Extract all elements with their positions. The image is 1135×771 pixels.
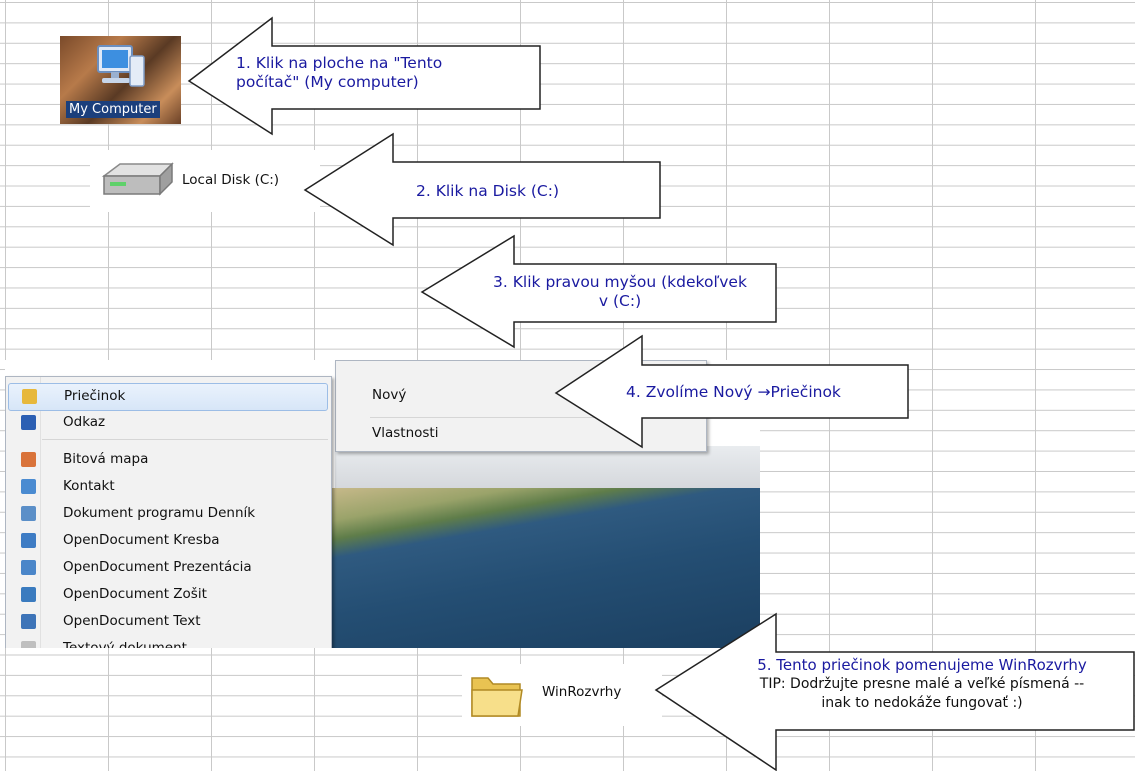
submenu-item-odg[interactable]: OpenDocument Kresba	[8, 528, 326, 554]
spreadsheet-icon	[21, 587, 36, 602]
submenu-item-shortcut[interactable]: Odkaz	[8, 410, 326, 436]
menu-separator	[42, 439, 328, 440]
my-computer-label: My Computer	[66, 101, 160, 118]
context-menu-screenshot: Nový Vlastnosti Priečinok Odkaz Bitová m…	[5, 360, 760, 648]
menu-gutter	[40, 377, 41, 648]
contact-icon	[21, 479, 36, 494]
callout-1-text: 1. Klik na ploche na "Tento počítač" (My…	[236, 54, 443, 91]
presentation-icon	[21, 560, 36, 575]
menu-separator	[370, 417, 700, 418]
hard-drive-icon	[101, 162, 174, 196]
txt-icon	[21, 641, 36, 648]
folder-label: WinRozvrhy	[542, 684, 622, 700]
callout-arrow-3	[420, 234, 777, 349]
local-disk-item[interactable]: Local Disk (C:)	[90, 150, 320, 212]
computer-monitor-icon	[97, 45, 145, 87]
text-document-icon	[21, 614, 36, 629]
callout-arrow-1	[187, 16, 541, 136]
callout-3-text: 3. Klik pravou myšou (kdekoľvek v (C:)	[493, 273, 747, 310]
callout-5-text: 5. Tento priečinok pomenujeme WinRozvrhy…	[757, 656, 1087, 711]
submenu-item-journal[interactable]: Dokument programu Denník	[8, 501, 326, 527]
local-disk-label: Local Disk (C:)	[182, 172, 280, 188]
drawing-icon	[21, 533, 36, 548]
callout-2-text: 2. Klik na Disk (C:)	[416, 182, 560, 200]
callout-arrow-4	[554, 334, 909, 449]
submenu-item-txt[interactable]: Textový dokument	[8, 636, 326, 648]
submenu-item-folder[interactable]: Priečinok	[8, 383, 328, 411]
folder-icon	[471, 677, 523, 717]
journal-icon	[21, 506, 36, 521]
menu-item-novy[interactable]: Nový	[372, 387, 407, 403]
submenu-item-odt[interactable]: OpenDocument Text	[8, 609, 326, 635]
callout-arrow-2	[303, 132, 661, 247]
menu-item-vlastnosti[interactable]: Vlastnosti	[372, 425, 439, 441]
submenu-item-bitmap[interactable]: Bitová mapa	[8, 447, 326, 473]
winrozvrhy-folder[interactable]: WinRozvrhy	[462, 664, 662, 726]
window-strip	[335, 446, 760, 488]
bitmap-icon	[21, 452, 36, 467]
my-computer-icon[interactable]: My Computer	[60, 36, 181, 124]
shortcut-icon	[21, 415, 36, 430]
submenu-item-contact[interactable]: Kontakt	[8, 474, 326, 500]
desktop-background-image	[330, 488, 760, 648]
folder-icon	[22, 389, 37, 404]
callout-4-text: 4. Zvolíme Nový →Priečinok	[626, 383, 841, 401]
new-submenu: Priečinok Odkaz Bitová mapa Kontakt Doku…	[5, 376, 332, 648]
submenu-item-ods[interactable]: OpenDocument Zošit	[8, 582, 326, 608]
submenu-item-odp[interactable]: OpenDocument Prezentácia	[8, 555, 326, 581]
callout-arrow-5	[654, 612, 1135, 771]
